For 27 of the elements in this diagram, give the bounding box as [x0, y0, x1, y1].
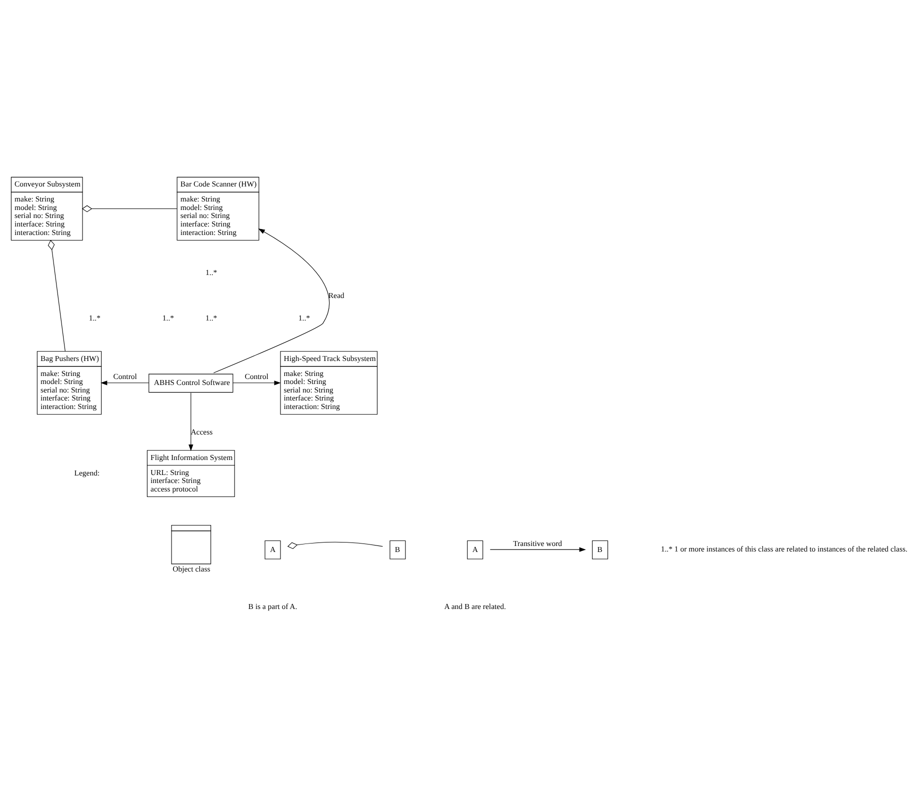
- label: 1..*: [206, 313, 218, 322]
- label: A and B are related.: [444, 602, 506, 611]
- connector: [82, 204, 178, 212]
- node-box: B: [390, 540, 406, 559]
- node-box: ABHS Control Software: [148, 373, 234, 392]
- label: Legend:: [74, 468, 100, 478]
- edge-label: Control: [113, 372, 137, 381]
- edge-label: Read: [328, 290, 344, 300]
- edge-label: Control: [244, 372, 268, 381]
- label: 1..*: [162, 313, 174, 322]
- connector: [48, 239, 66, 352]
- label: B is a part of A.: [248, 602, 298, 611]
- arrow: [188, 392, 194, 451]
- node-box: B: [592, 540, 608, 559]
- label: 1..* 1 or more instances of this class are related to instances of the related class.: [660, 544, 908, 554]
- label: 1..*: [206, 268, 218, 277]
- node-label: Object class: [172, 564, 210, 573]
- arrow: [232, 380, 281, 385]
- label: 1..*: [298, 313, 310, 322]
- arrow: [213, 228, 330, 373]
- node-box: A: [467, 540, 484, 559]
- arrow: [100, 380, 149, 385]
- edge-label: Transitive word: [513, 538, 562, 548]
- connector: [287, 541, 383, 549]
- arrow: [490, 546, 586, 552]
- label: 1..*: [88, 313, 100, 322]
- node-box: A: [264, 540, 281, 559]
